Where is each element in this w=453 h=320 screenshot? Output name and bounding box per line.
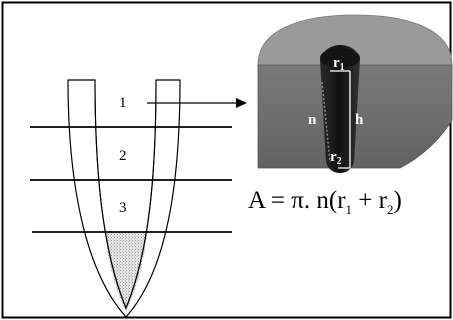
block-top-surface xyxy=(257,14,453,71)
r1-label: r1 xyxy=(333,55,345,73)
cone-block xyxy=(257,14,453,173)
r2-label: r2 xyxy=(330,149,342,167)
section-number-3: 3 xyxy=(119,200,127,216)
arrow-head-icon xyxy=(236,98,247,108)
h-bracket xyxy=(338,71,351,169)
n-label: n xyxy=(308,112,317,128)
h-label: h xyxy=(355,112,364,128)
tube-vessel xyxy=(67,79,181,318)
section-number-1: 1 xyxy=(119,95,127,111)
section-number-2: 2 xyxy=(119,148,127,164)
area-formula: A = π. n(r1 + r2) xyxy=(248,187,402,217)
cone-dotted-edge xyxy=(321,81,331,163)
cone-top-opening xyxy=(320,48,360,68)
tube-inner-wall xyxy=(94,79,157,310)
stippled-fill xyxy=(105,232,147,312)
